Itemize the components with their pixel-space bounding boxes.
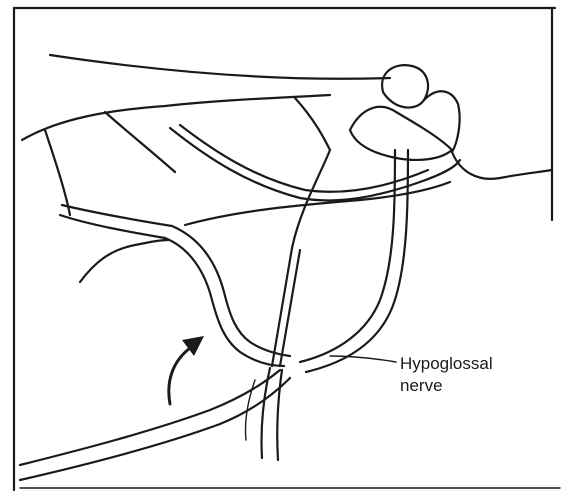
upper-nerves <box>170 98 460 248</box>
label-nerve: nerve <box>400 376 443 395</box>
lower-vessels <box>20 368 290 480</box>
frame <box>14 8 560 490</box>
hypoglossal-nerve-path <box>60 205 290 366</box>
curved-arrow <box>169 336 204 404</box>
label-hypoglossal: Hypoglossal <box>400 354 493 373</box>
bone-knob <box>350 65 552 179</box>
